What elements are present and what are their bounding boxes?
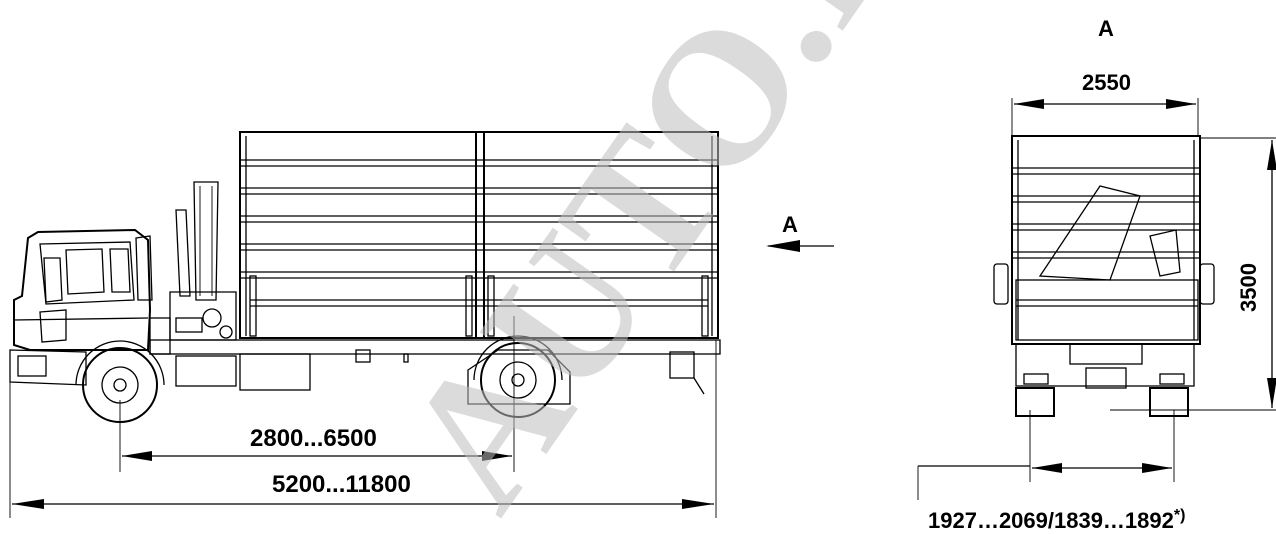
truck-cab	[9, 228, 171, 386]
body-slats	[240, 159, 718, 307]
rear-wheel	[473, 335, 563, 418]
loader-crane	[169, 181, 237, 341]
view-arrow-a: A	[766, 212, 834, 252]
wheelbase-label: 2800...6500	[250, 425, 377, 452]
width-dimension: 2550	[1011, 70, 1199, 136]
chassis-frame	[149, 339, 721, 405]
rear-body	[993, 135, 1215, 345]
track-footnote: *)	[1174, 507, 1186, 524]
cargo-body	[239, 131, 719, 339]
overall-length-dimension: 5200...11800	[9, 340, 717, 518]
view-label-front: A	[1098, 16, 1114, 41]
overall-length-label: 5200...11800	[272, 471, 411, 498]
height-label: 3500	[1236, 263, 1261, 312]
track-label: 1927…2069/1839…1892*)	[928, 507, 1185, 533]
side-view: A 2800...6500 5200...11800	[9, 131, 834, 518]
rear-chassis	[1015, 343, 1195, 417]
rear-view: A	[917, 16, 1276, 533]
height-dimension: 3500	[1110, 137, 1276, 411]
wheelbase-dimension: 2800...6500	[119, 316, 515, 472]
track-dimension: 1927…2069/1839…1892*)	[917, 410, 1185, 533]
watermark: AUTO.RU	[362, 0, 1032, 534]
watermark-text: AUTO.RU	[362, 0, 1032, 534]
view-label-side: A	[782, 212, 798, 237]
track-value: 1927…2069/1839…1892	[928, 508, 1174, 533]
width-label: 2550	[1082, 70, 1131, 95]
